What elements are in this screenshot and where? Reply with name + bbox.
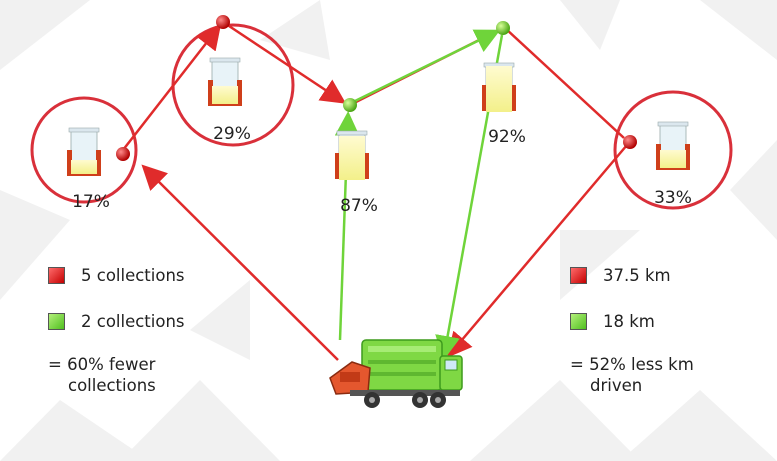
bin-fill-label: 33% xyxy=(654,188,692,208)
summary-line: = 60% fewer xyxy=(48,355,156,374)
bin-fill-label: 29% xyxy=(213,124,251,144)
garbage-truck-icon xyxy=(329,339,463,408)
bin-fill-label: 92% xyxy=(488,127,526,147)
green-swatch xyxy=(48,313,65,330)
stop-dot-red-5 xyxy=(623,135,637,149)
red-route xyxy=(122,20,628,361)
legend-label: 2 collections xyxy=(81,312,185,331)
green-route xyxy=(334,29,504,361)
legend-item-red-km: 37.5 km xyxy=(570,266,671,285)
green-swatch xyxy=(570,313,587,330)
low-fill-ring-1 xyxy=(30,96,138,204)
stop-dot-green-3 xyxy=(343,98,357,112)
legend-label: 18 km xyxy=(603,312,655,331)
low-fill-ring-5 xyxy=(613,90,733,210)
distance-summary: = 52% less km driven xyxy=(570,354,694,396)
red-swatch xyxy=(570,267,587,284)
stop-dot-red-1 xyxy=(116,147,130,161)
stop-dot-red-2 xyxy=(216,15,230,29)
waste-bin-icon xyxy=(334,130,370,180)
legend-label: 37.5 km xyxy=(603,266,671,285)
waste-bin-icon xyxy=(207,57,243,107)
stop-dot-green-4 xyxy=(496,21,510,35)
legend-label: 5 collections xyxy=(81,266,185,285)
summary-line: = 52% less km xyxy=(570,355,694,374)
bin-fill-label: 17% xyxy=(72,192,110,212)
summary-line: collections xyxy=(68,376,156,395)
collections-summary: = 60% fewer collections xyxy=(48,354,156,396)
legend-item-green-collections: 2 collections xyxy=(48,312,185,331)
bin-fill-label: 87% xyxy=(340,196,378,216)
waste-bin-icon xyxy=(66,127,102,177)
waste-bin-icon xyxy=(655,121,691,171)
legend-item-red-collections: 5 collections xyxy=(48,266,185,285)
waste-bin-icon xyxy=(481,62,517,112)
summary-line: driven xyxy=(590,376,643,395)
legend-item-green-km: 18 km xyxy=(570,312,655,331)
red-swatch xyxy=(48,267,65,284)
